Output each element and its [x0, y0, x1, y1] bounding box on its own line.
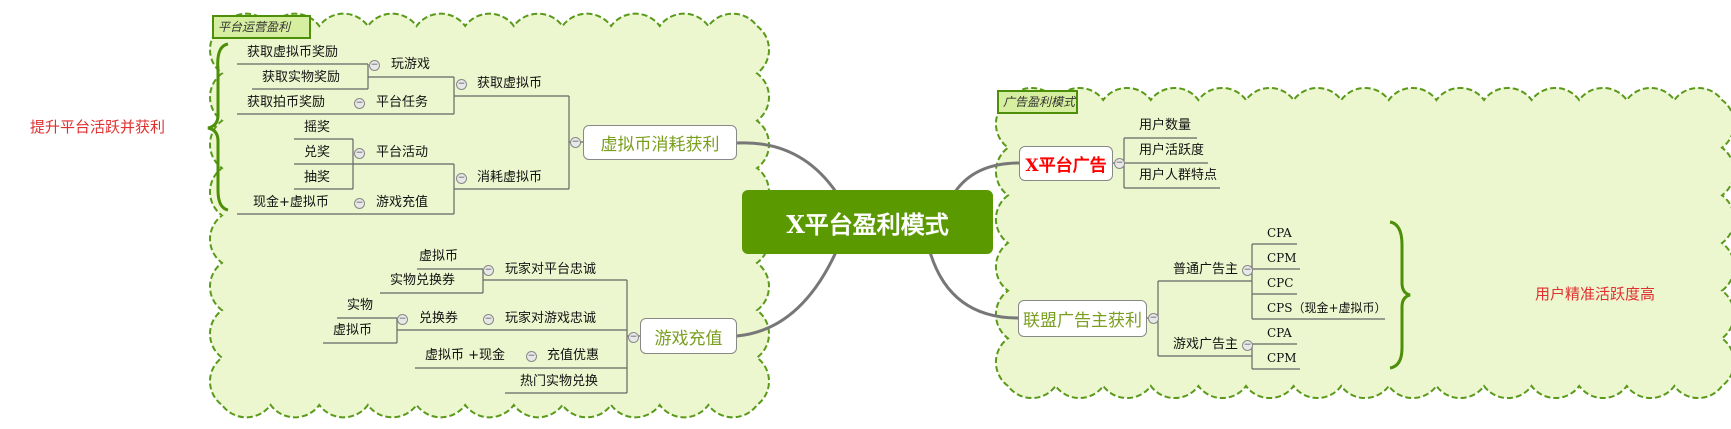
topic-game-recharge[interactable]: 游戏充值: [376, 195, 429, 210]
node-label: X平台广告: [1025, 156, 1107, 176]
topic-item[interactable]: 抽奖: [304, 170, 331, 185]
right-note: 用户精准活跃度高: [1535, 285, 1656, 303]
topic-platform-loyalty[interactable]: 玩家对平台忠诚: [505, 262, 597, 277]
node-label: 联盟广告主获利: [1023, 311, 1142, 331]
main-connectors: [736, 141, 1020, 338]
topic-item[interactable]: 获取实物奖励: [262, 70, 341, 85]
topic-item[interactable]: CPS（现金+虚拟币）: [1267, 301, 1387, 315]
topic-item[interactable]: 虚拟币 +现金: [425, 348, 506, 363]
topic-item[interactable]: 现金+虚拟币: [253, 195, 329, 210]
collapse-toggle-icon[interactable]: −: [526, 351, 537, 362]
right-region-label: 广告盈利模式: [997, 90, 1078, 114]
node-label: 游戏充值: [654, 328, 723, 349]
collapse-toggle-icon[interactable]: −: [354, 98, 365, 109]
node-label: 虚拟币消耗获利: [600, 135, 720, 155]
topic-item[interactable]: 获取虚拟币奖励: [247, 45, 339, 60]
topic-item[interactable]: CPM: [1267, 351, 1297, 365]
topic-item[interactable]: CPC: [1267, 276, 1294, 290]
topic-play-game[interactable]: 玩游戏: [391, 57, 431, 72]
topic-item[interactable]: 用户活跃度: [1139, 143, 1205, 158]
node-virtual-coin-profit[interactable]: 虚拟币消耗获利: [583, 125, 737, 160]
topic-voucher[interactable]: 兑换券: [419, 311, 459, 326]
topic-item[interactable]: CPA: [1267, 326, 1292, 340]
central-topic[interactable]: X平台盈利模式: [742, 190, 993, 254]
collapse-toggle-icon[interactable]: −: [570, 137, 581, 148]
topic-consume-coin[interactable]: 消耗虚拟币: [477, 170, 543, 185]
collapse-toggle-icon[interactable]: −: [1242, 265, 1253, 276]
topic-item[interactable]: 实物: [347, 298, 374, 313]
collapse-toggle-icon[interactable]: −: [354, 198, 365, 209]
collapse-toggle-icon[interactable]: −: [628, 332, 639, 343]
right-brace: [1389, 220, 1411, 370]
topic-platform-activity[interactable]: 平台活动: [376, 145, 429, 160]
collapse-toggle-icon[interactable]: −: [1242, 340, 1253, 351]
left-region-label: 平台运营盈利: [212, 15, 311, 39]
topic-item[interactable]: CPM: [1267, 251, 1297, 265]
collapse-toggle-icon[interactable]: −: [456, 79, 467, 90]
collapse-toggle-icon[interactable]: −: [397, 314, 408, 325]
left-region-boundary: [209, 12, 770, 419]
collapse-toggle-icon[interactable]: −: [369, 60, 380, 71]
collapse-toggle-icon[interactable]: −: [456, 173, 467, 184]
topic-hot-exchange[interactable]: 热门实物兑换: [520, 374, 599, 389]
topic-item[interactable]: 实物兑换券: [390, 273, 456, 288]
left-brace: [207, 42, 229, 212]
left-note: 提升平台活跃并获利: [30, 118, 166, 136]
topic-item[interactable]: 用户数量: [1139, 118, 1192, 133]
node-game-recharge[interactable]: 游戏充值: [640, 318, 737, 354]
topic-game-advertiser[interactable]: 游戏广告主: [1173, 337, 1239, 352]
topic-platform-task[interactable]: 平台任务: [376, 95, 429, 110]
collapse-toggle-icon[interactable]: −: [483, 314, 494, 325]
topic-game-loyalty[interactable]: 玩家对游戏忠诚: [505, 311, 597, 326]
topic-item[interactable]: 虚拟币: [333, 323, 373, 338]
topic-item[interactable]: 虚拟币: [419, 249, 459, 264]
collapse-toggle-icon[interactable]: −: [1114, 158, 1125, 169]
collapse-toggle-icon[interactable]: −: [354, 148, 365, 159]
right-region-boundary: [994, 87, 1731, 399]
node-x-platform-ads[interactable]: X平台广告: [1019, 146, 1113, 181]
topic-item[interactable]: 兑奖: [304, 145, 331, 160]
branch-lines: [237, 63, 1385, 394]
central-topic-label: X平台盈利模式: [786, 209, 949, 239]
topic-get-coin[interactable]: 获取虚拟币: [477, 76, 543, 91]
topic-discount[interactable]: 充值优惠: [547, 348, 600, 363]
collapse-toggle-icon[interactable]: −: [1148, 313, 1159, 324]
topic-item[interactable]: 摇奖: [304, 120, 331, 135]
topic-normal-advertiser[interactable]: 普通广告主: [1173, 262, 1239, 277]
collapse-toggle-icon[interactable]: −: [483, 265, 494, 276]
topic-item[interactable]: CPA: [1267, 226, 1292, 240]
topic-item[interactable]: 用户人群特点: [1139, 168, 1218, 183]
topic-item[interactable]: 获取拍币奖励: [247, 95, 326, 110]
node-alliance-advertisers[interactable]: 联盟广告主获利: [1018, 300, 1147, 337]
